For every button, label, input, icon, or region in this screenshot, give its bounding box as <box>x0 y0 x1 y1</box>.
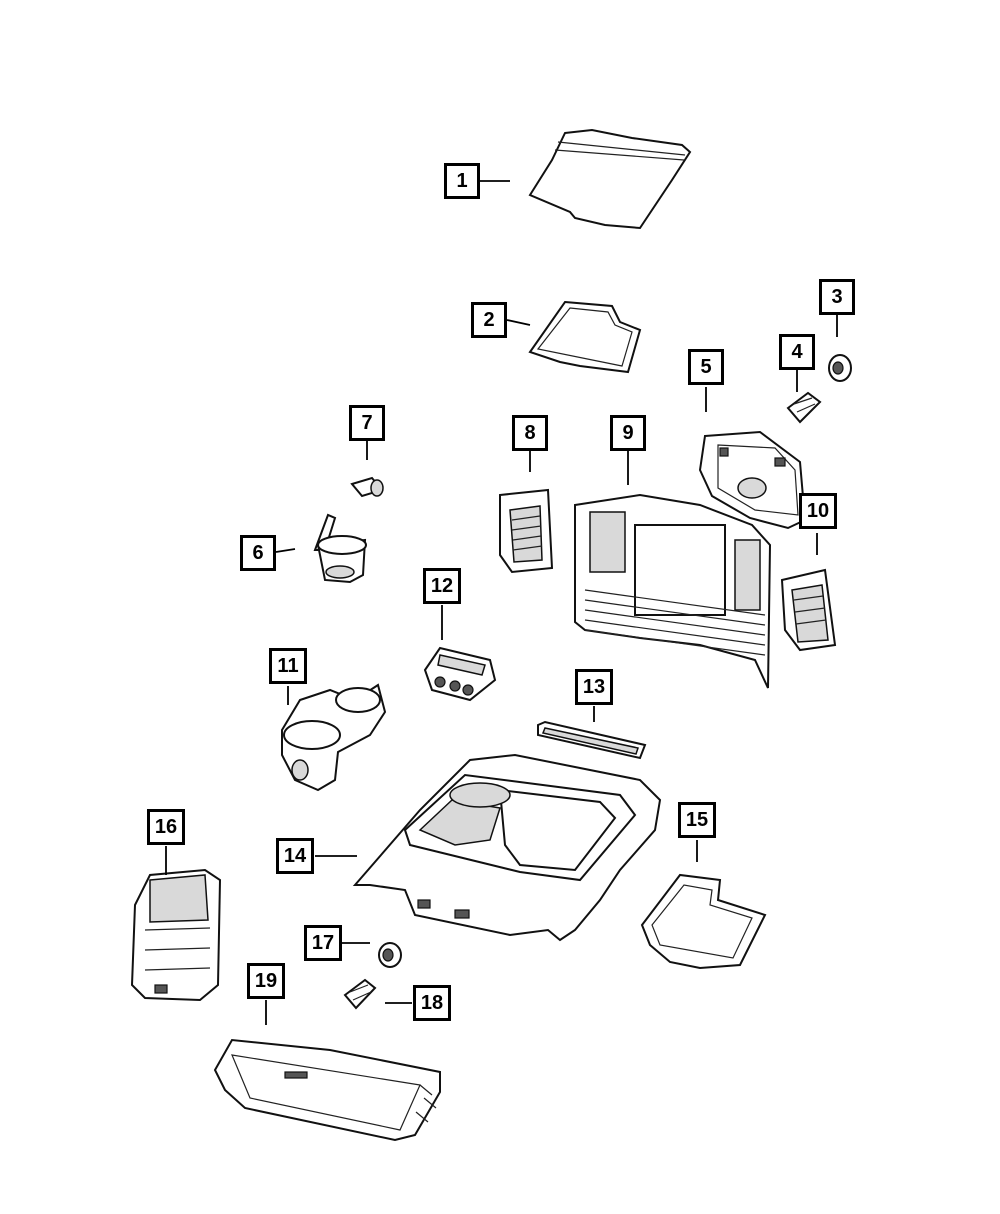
leader-6 <box>275 548 296 553</box>
part-19-storage-tray <box>213 1038 441 1142</box>
part-15-mat <box>640 873 767 970</box>
part-10-vent <box>780 568 837 652</box>
leader-lines <box>165 180 838 1025</box>
part-1-lid-mat <box>528 128 692 230</box>
part-16-module <box>130 868 222 1002</box>
part-7-knob <box>350 476 384 498</box>
callout-11: 11 <box>269 648 307 684</box>
part-6-cupholder-insert <box>313 513 367 584</box>
part-13-trim-strip <box>537 720 647 760</box>
callout-17: 17 <box>304 925 342 961</box>
callout-5: 5 <box>688 349 724 385</box>
part-11-cupholder <box>281 683 387 792</box>
callout-6: 6 <box>240 535 276 571</box>
callout-8: 8 <box>512 415 548 451</box>
callout-18: 18 <box>413 985 451 1021</box>
callout-7: 7 <box>349 405 385 441</box>
callout-9: 9 <box>610 415 646 451</box>
part-17-cap <box>378 942 402 968</box>
callout-14: 14 <box>276 838 314 874</box>
part-8-vent <box>499 488 554 574</box>
callout-15: 15 <box>678 802 716 838</box>
part-9-bezel <box>574 493 772 689</box>
part-14-console-base <box>352 753 662 942</box>
part-12-switch-module <box>423 646 497 702</box>
part-3-cap <box>828 354 852 382</box>
callout-16: 16 <box>147 809 185 845</box>
callout-1: 1 <box>444 163 480 199</box>
callout-12: 12 <box>423 568 461 604</box>
callout-3: 3 <box>819 279 855 315</box>
part-5-bracket <box>698 430 807 530</box>
part-2-small-mat <box>528 300 642 374</box>
part-18-socket <box>343 978 377 1010</box>
callout-10: 10 <box>799 493 837 529</box>
callout-2: 2 <box>471 302 507 338</box>
callout-4: 4 <box>779 334 815 370</box>
callout-13: 13 <box>575 669 613 705</box>
leader-2 <box>506 319 531 326</box>
callout-19: 19 <box>247 963 285 999</box>
part-4-socket <box>786 391 822 424</box>
